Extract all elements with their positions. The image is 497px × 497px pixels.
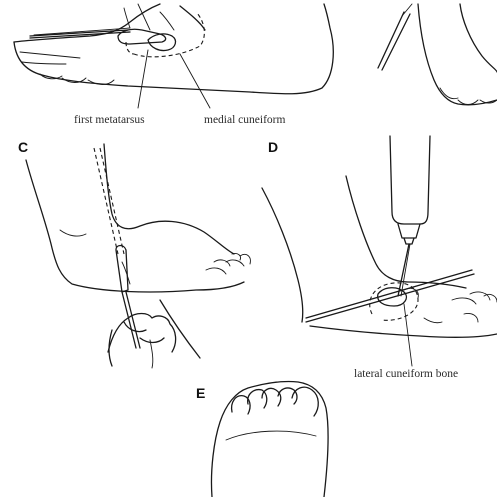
label-first-metatarsus: first metatarsus [74,114,145,126]
panel-d-foot-illustration [262,136,497,366]
panel-label-e: E [196,385,205,401]
label-lateral-cuneiform: lateral cuneiform bone [354,368,458,380]
panel-e-foot-sole-illustration [211,381,328,497]
panel-c-foot-illustration [26,144,250,368]
label-medial-cuneiform: medial cuneiform [204,114,285,126]
panel-label-c: C [18,139,28,155]
panel-label-d: D [268,139,278,155]
panel-b-foot-illustration [14,4,333,108]
panel-top-right-foot-illustration [378,4,497,105]
